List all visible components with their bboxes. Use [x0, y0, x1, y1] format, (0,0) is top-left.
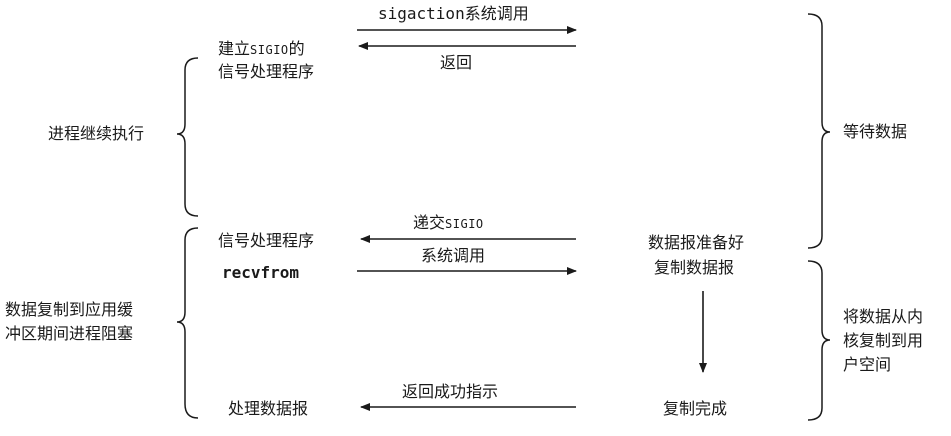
wait-data-label: 等待数据 — [843, 122, 908, 141]
blocked-brace — [176, 227, 199, 419]
copy-datagram-label: 复制数据报 — [654, 258, 735, 277]
setup-suffix: 的 — [288, 39, 305, 58]
process-datagram-label: 处理数据报 — [228, 399, 309, 418]
setup-prefix: 建立 — [218, 39, 251, 58]
datagram-ready-label: 数据报准备好 — [648, 233, 745, 252]
sigaction-code: sigaction — [378, 4, 465, 23]
sigaction-label: sigaction系统调用 — [378, 3, 529, 25]
copy-brace — [807, 260, 831, 421]
wait-brace — [807, 13, 831, 249]
setup-sigio-code: SIGIO — [250, 43, 289, 57]
deliver-sigio-code: SIGIO — [445, 217, 484, 231]
recvfrom-label: recvfrom — [222, 263, 300, 282]
copy-to-user-line1: 将数据从内 — [843, 307, 924, 326]
deliver-sigio-label: 递交SIGIO — [413, 212, 484, 235]
blocked-label-line2: 冲区期间进程阻塞 — [5, 324, 134, 343]
deliver-prefix: 递交 — [413, 213, 446, 232]
return-success-label: 返回成功指示 — [402, 382, 499, 401]
setup-handler-line2: 信号处理程序 — [218, 62, 315, 81]
continue-brace — [176, 57, 199, 217]
signal-handler-label: 信号处理程序 — [218, 231, 315, 250]
sigaction-suffix: 系统调用 — [464, 4, 529, 23]
setup-handler-line1: 建立SIGIO的 — [218, 38, 305, 61]
copy-to-user-line3: 户空间 — [843, 355, 892, 374]
continue-label: 进程继续执行 — [48, 124, 145, 143]
return-label: 返回 — [440, 53, 473, 72]
syscall-label: 系统调用 — [421, 246, 486, 265]
copy-done-label: 复制完成 — [663, 399, 728, 418]
blocked-label-line1: 数据复制到应用缓 — [5, 300, 134, 319]
copy-to-user-line2: 核复制到用 — [843, 331, 924, 350]
